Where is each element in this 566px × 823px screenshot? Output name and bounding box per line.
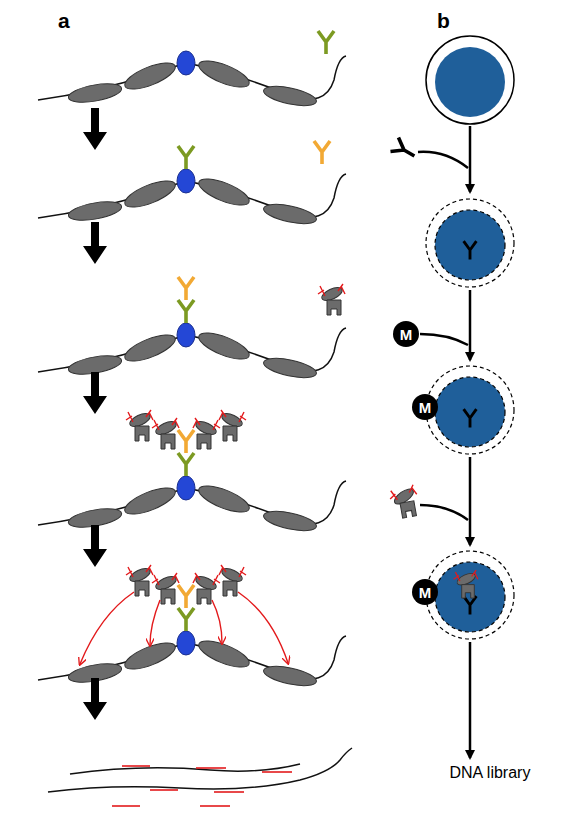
process-arrow [469,642,472,758]
pa-tn5-complex [454,570,478,598]
permeabilized-membrane [426,551,514,639]
adapter [262,771,292,773]
adapter [196,767,226,769]
nucleus [435,210,505,280]
chromatin-fiber [38,476,346,534]
process-arrow [469,126,472,192]
nucleus [435,562,505,632]
pa-tn5-complex [219,410,246,441]
process-arrow [469,290,472,360]
pa-tn5-complex [318,284,345,315]
node-text: M [400,327,413,342]
adapter [122,765,150,767]
nucleus [435,377,505,447]
antibody-inside [464,241,477,259]
output-label: DNA library [450,765,531,781]
nucleus [435,47,505,117]
tagmentation-arrow [212,600,222,643]
adapter [200,805,230,807]
step-arrow [83,222,107,264]
primary-antibody [318,31,334,54]
step-arrow [83,678,107,720]
adapter [150,789,178,791]
cell-membrane [426,36,514,124]
pa-tn5-complex [219,565,246,596]
antibody-icon [390,138,418,163]
process-arrow [469,457,472,545]
tagmentation-arrow [150,600,160,645]
primary-antibody [178,608,194,631]
adapter-segments [112,766,292,806]
process-arrows [418,126,470,758]
m-circle: M [393,321,419,347]
panel-label: a [58,10,70,31]
pa-tn5-complex [193,418,220,449]
m-circle: M [412,579,438,605]
pa-tn5-icon [388,484,420,519]
step-arrow [83,525,107,567]
step-arrow [83,372,107,414]
node-text: M [419,585,432,600]
pa-tn5-complex [193,573,220,604]
antibody-inside [464,596,477,614]
primary-antibody [178,146,194,169]
adapter [214,791,244,793]
chromatin-fiber [38,169,346,227]
secondary-antibody [178,585,194,608]
chromatin-fiber [38,51,346,109]
chromatin-fiber [38,323,346,381]
antibody-inside [464,409,477,427]
pa-tn5-complex [152,573,179,604]
primary-antibody [178,453,194,476]
permeabilized-membrane [426,199,514,287]
secondary-antibody [314,141,330,164]
chromatin-fiber [38,631,346,689]
panel-label: b [437,10,450,31]
dna-strand [48,748,352,792]
permeabilized-membrane [426,366,514,454]
dna-strand [70,764,300,774]
tagmentation-arrow [80,592,134,664]
tagmentation-arrow [238,592,288,663]
merge-arrow [418,152,468,168]
pa-tn5-complex [126,410,153,441]
merge-arrow [420,334,468,345]
tagmentation-arrows [80,592,288,664]
node-text: M [419,400,432,415]
pa-tn5-complex [126,565,153,596]
merge-arrow [420,505,468,520]
primary-antibody [178,300,194,323]
step-arrow [83,108,107,150]
m-circle: M [412,394,438,420]
pa-tn5-complex [152,418,179,449]
secondary-antibody [178,430,194,453]
adapter [112,805,140,807]
secondary-antibody [178,277,194,300]
